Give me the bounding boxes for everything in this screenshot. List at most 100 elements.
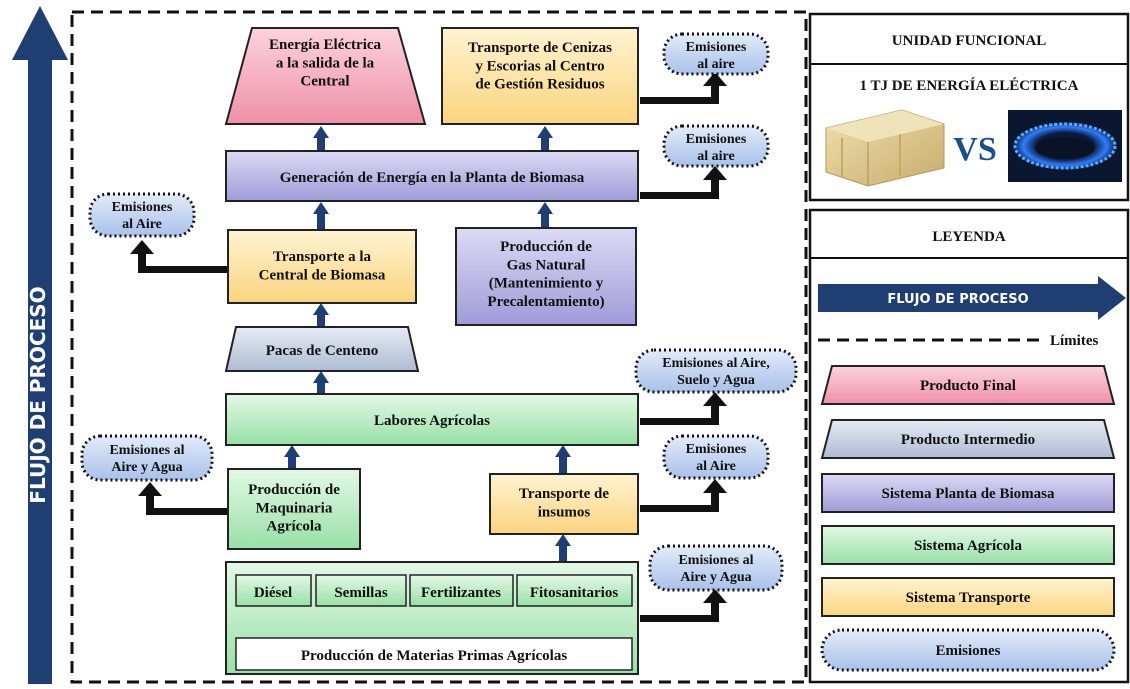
text-line: Emisiones al Aire, — [662, 356, 769, 371]
text-line: al Aire — [122, 217, 162, 232]
legend-limits-label: Límites — [1050, 333, 1098, 349]
node-input-transport-text: Transporte de insumos — [519, 486, 609, 520]
text-line: Pacas de Centeno — [266, 343, 379, 359]
flow-arrow-generation-to-electric — [313, 126, 329, 150]
legend-limits: Límites — [818, 333, 1098, 349]
text-line: al Aire — [696, 459, 736, 474]
process-flow-side-arrow: FLUJO DE PROCESO — [12, 6, 68, 684]
text-line: Labores Agrícolas — [374, 413, 490, 429]
text-line: y Escorias al Centro — [475, 58, 604, 74]
text-line: Gas Natural — [507, 257, 586, 273]
gas-burner-image — [1008, 110, 1122, 182]
flow-arrow-transport-to-generation — [313, 202, 329, 230]
text-line: insumos — [538, 504, 591, 520]
text-line: Aire y Agua — [111, 460, 182, 475]
node-farm-work: Labores Agrícolas — [225, 393, 639, 446]
legend-item-agricultural-system: Sistema Agrícola — [821, 525, 1115, 565]
flow-arrow-generation-to-ash — [537, 126, 553, 150]
system-boundary — [70, 10, 808, 684]
text-line: Fitosanitarios — [530, 585, 618, 601]
text-line: Emisiones al — [109, 443, 184, 458]
text-line: Producción de — [248, 482, 340, 498]
node-bales-text: Pacas de Centeno — [266, 343, 379, 359]
text-line: Producción de — [500, 239, 592, 255]
vs-label: VS — [953, 131, 996, 168]
functional-unit-panel: UNIDAD FUNCIONAL 1 TJ DE ENERGÍA ELÉCTRI… — [808, 12, 1130, 202]
text-line: (Mantenimiento y — [489, 276, 604, 292]
text-line: Central de Biomasa — [259, 267, 386, 283]
legend-item-label: Sistema Agrícola — [914, 538, 1022, 554]
straw-bale-image — [825, 109, 945, 187]
text-line: a la salida de la — [276, 55, 375, 71]
text-line: Emisiones al — [678, 553, 753, 568]
text-line: Emisiones — [686, 132, 747, 147]
node-fertilizers-text: Fertilizantes — [421, 585, 501, 601]
text-line: Suelo y Agua — [677, 373, 755, 388]
text-line: Maquinaria — [256, 500, 333, 516]
emission-machinery-text: Emisiones al Aire y Agua — [109, 443, 184, 475]
legend-flow-label: FLUJO DE PROCESO — [887, 292, 1028, 307]
text-line: Transporte de Cenizas — [468, 40, 612, 56]
text-line: Central — [300, 74, 349, 90]
legend-item-biomass-plant-system: Sistema Planta de Biomasa — [821, 473, 1115, 513]
emission-arrows — [130, 72, 727, 622]
legend-item-emissions: Emisiones — [820, 628, 1116, 672]
flow-arrow-bales-to-transport — [313, 303, 329, 327]
flow-arrow-gas-to-generation — [537, 202, 553, 228]
text-line: Energía Eléctrica — [269, 37, 382, 53]
node-ash-transport: Transporte de Cenizas y Escorias al Centr… — [441, 27, 639, 125]
node-generation-text: Generación de Energía en la Planta de Bi… — [280, 170, 585, 186]
arrow-generation-to-emission — [640, 166, 727, 199]
text-line: Emisiones — [686, 442, 747, 457]
emission-ash: Emisiones al aire — [662, 32, 770, 76]
arrow-ash-to-emission — [640, 72, 727, 104]
text-line: Semillas — [334, 585, 387, 601]
up-arrow-icon — [12, 6, 68, 684]
emission-machinery: Emisiones al Aire y Agua — [80, 434, 214, 482]
functional-unit-value: 1 TJ DE ENERGÍA ELÉCTRICA — [860, 77, 1079, 94]
node-generation: Generación de Energía en la Planta de Bi… — [225, 150, 639, 202]
text-line: Precalentamiento) — [487, 294, 604, 310]
node-gas-production: Producción de Gas Natural (Mantenimiento y… — [455, 227, 637, 326]
emission-transport-text: Emisiones al Aire — [112, 200, 173, 232]
legend-item-label: Sistema Transporte — [906, 590, 1031, 606]
flow-arrow-machinery-to-farm — [284, 445, 300, 469]
text-line: Aire y Agua — [680, 570, 751, 585]
legend-item-label: Sistema Planta de Biomasa — [882, 486, 1055, 502]
arrow-farm-to-emission — [640, 392, 727, 425]
node-gas-production-text: Producción de Gas Natural (Mantenimiento y… — [487, 239, 604, 310]
right-arrow-icon — [818, 276, 1126, 320]
text-line: Transporte de — [519, 486, 609, 502]
text-line: Emisiones — [686, 40, 747, 55]
text-line: Fertilizantes — [421, 585, 501, 601]
legend-flow-arrow: FLUJO DE PROCESO — [818, 276, 1126, 320]
arrow-raw-to-emission — [640, 589, 727, 622]
legend-item-label: Emisiones — [935, 643, 1000, 659]
flow-arrow-farm-to-bales — [313, 371, 329, 394]
emission-farm-text: Emisiones al Aire, Suelo y Agua — [662, 356, 769, 388]
functional-unit-header: UNIDAD FUNCIONAL — [892, 33, 1047, 49]
text-line: Producción de Materias Primas Agrícolas — [301, 648, 568, 664]
text-line: Generación de Energía en la Planta de Bi… — [280, 170, 585, 186]
flow-arrow-inputs-to-farm — [555, 445, 571, 474]
legend-item-label: Producto Final — [920, 378, 1016, 394]
text-line: Emisiones — [112, 200, 173, 215]
side-arrow-label: FLUJO DE PROCESO — [26, 286, 50, 503]
emission-ash-text: Emisiones al aire — [686, 40, 747, 72]
legend-panel: LEYENDA FLUJO DE PROCESO Límites Product… — [808, 208, 1130, 684]
text-line: de Gestión Residuos — [475, 77, 604, 93]
arrow-inputs-to-emission — [640, 479, 727, 512]
node-input-transport: Transporte de insumos — [489, 473, 639, 535]
legend-item-transport-system: Sistema Transporte — [821, 577, 1115, 617]
text-line: al aire — [697, 57, 734, 72]
arrow-transport-to-emission — [130, 240, 228, 273]
text-line: Diésel — [254, 585, 292, 601]
emission-inputs-text: Emisiones al Aire — [686, 442, 747, 474]
emission-inputs: Emisiones al Aire — [662, 434, 770, 480]
emission-raw: Emisiones al Aire y Agua — [648, 544, 784, 592]
